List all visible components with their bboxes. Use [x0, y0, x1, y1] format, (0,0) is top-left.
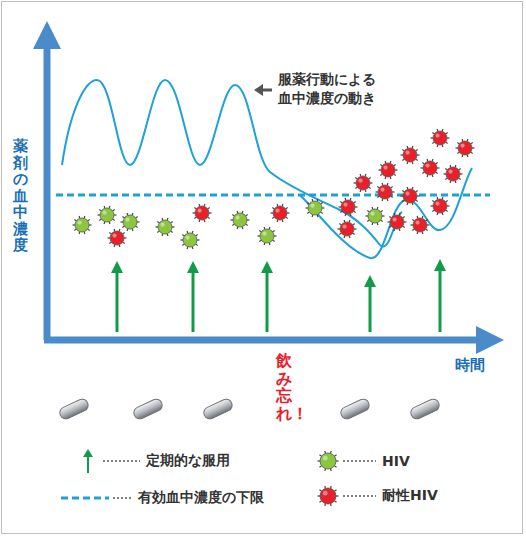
virus-icon — [121, 213, 140, 231]
virus-icon — [98, 206, 117, 224]
legend-leader — [100, 448, 146, 474]
virus-icon — [366, 207, 385, 225]
virus-icon — [181, 231, 200, 249]
legend-entry: 定期的な服用 — [76, 448, 230, 474]
threshold-line — [56, 194, 490, 197]
legend-entry: 有効血中濃度の下限 — [60, 485, 264, 511]
dose-arrows — [117, 268, 440, 332]
virus-icons — [73, 129, 475, 249]
virus-icon — [421, 159, 440, 177]
legend-leader — [340, 483, 382, 509]
virus-icon — [108, 229, 127, 247]
virus-icon — [156, 218, 175, 236]
virus-icon — [193, 204, 212, 222]
y-axis — [44, 35, 51, 340]
axis-title: 薬剤の血中濃度 — [13, 138, 28, 254]
legend-entry: HIV — [316, 448, 410, 474]
virus-icon — [388, 213, 407, 231]
virus-icon — [431, 197, 450, 215]
virus-icon — [231, 211, 250, 229]
virus-icon — [338, 220, 357, 238]
virus-icon — [318, 451, 339, 471]
callout-arrow — [262, 89, 272, 92]
legend-swatch — [60, 485, 110, 511]
legend-text: 有効血中濃度の下限 — [138, 489, 264, 507]
axis-title: 時間 — [455, 356, 485, 375]
virus-icon — [339, 198, 358, 216]
pills — [58, 397, 441, 421]
concentration-curve-after-miss — [300, 168, 472, 258]
virus-icon — [379, 161, 398, 179]
legend-swatch — [316, 483, 340, 509]
virus-icon — [456, 139, 475, 157]
legend-entry: 耐性HIV — [316, 483, 438, 509]
virus-icon — [271, 204, 290, 222]
legend-swatch — [76, 448, 100, 474]
callout-arrowhead — [254, 84, 263, 96]
virus-icon — [318, 486, 339, 506]
callout-text: 服薬行動による 血中濃度の動き — [278, 70, 382, 108]
virus-icon — [306, 199, 325, 217]
virus-icon — [354, 174, 373, 192]
x-axis — [44, 337, 490, 344]
missed-dose-note: 飲み忘れ！ — [276, 352, 292, 422]
virus-icon — [431, 129, 450, 147]
legend-leader — [340, 448, 382, 474]
legend-leader — [110, 485, 138, 511]
virus-icon — [73, 216, 92, 234]
virus-icon — [411, 216, 430, 234]
virus-icon — [401, 187, 420, 205]
legend-text: 耐性HIV — [382, 487, 438, 505]
legend-text: 定期的な服用 — [146, 452, 230, 470]
virus-icon — [376, 183, 395, 201]
legend-swatch — [316, 448, 340, 474]
virus-icon — [401, 146, 420, 164]
virus-icon — [258, 227, 277, 245]
legend-text: HIV — [382, 453, 410, 469]
virus-icon — [444, 165, 463, 183]
